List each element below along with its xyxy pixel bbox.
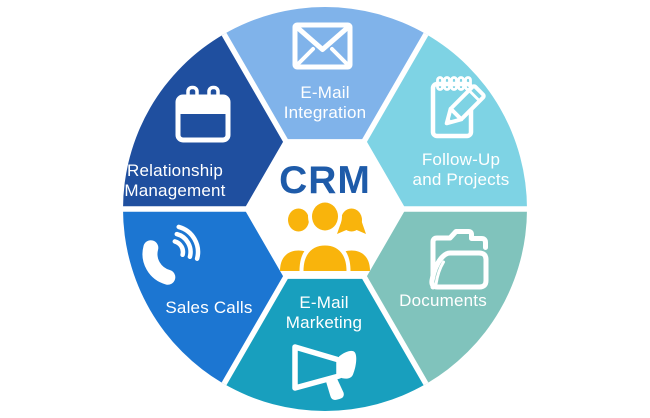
person-center-head [312, 202, 338, 231]
sector-email-marketing [224, 209, 426, 411]
phone-icon [142, 224, 201, 285]
calendar-icon [175, 85, 231, 143]
person-right-hair [337, 221, 348, 234]
segment-label-documents: Documents [399, 290, 487, 310]
person-center-body [303, 245, 347, 271]
person-right-hair [355, 221, 366, 234]
segment-label-follow-up-projects: Follow-Up and Projects [412, 149, 510, 189]
segment-label-sales-calls: Sales Calls [165, 297, 253, 317]
segment-label-email-integration: E-Mail Integration [283, 82, 367, 122]
envelope-icon [292, 22, 353, 70]
crm-people-icon [280, 198, 370, 271]
segment-label-relationship-management: Relationship Management [124, 160, 226, 200]
pencil-icon [444, 84, 486, 126]
crm-title: CRM [279, 159, 371, 202]
notepad-pencil-icon [430, 76, 486, 139]
sector-email-integration [224, 7, 426, 209]
folder-icon [429, 229, 489, 290]
person-right-head [341, 208, 362, 232]
segment-label-email-marketing: E-Mail Marketing [285, 292, 363, 332]
person-left-head [288, 208, 309, 232]
megaphone-icon [292, 344, 357, 400]
